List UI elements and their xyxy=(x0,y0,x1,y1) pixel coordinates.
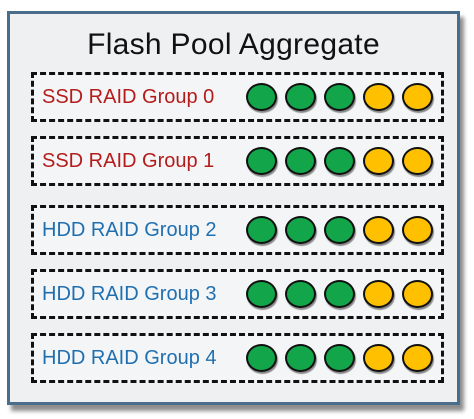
yellow-disk-icon xyxy=(363,344,394,372)
yellow-disk-icon xyxy=(402,147,433,175)
raid-group-label: HDD RAID Group 2 xyxy=(42,219,217,241)
green-disk-icon xyxy=(324,344,355,372)
green-disk-icon xyxy=(246,83,277,111)
raid-group-label: HDD RAID Group 4 xyxy=(42,347,217,369)
disk-row xyxy=(246,216,433,244)
disk-row xyxy=(246,147,433,175)
disk-row xyxy=(246,344,433,372)
disk-row xyxy=(246,83,433,111)
yellow-disk-icon xyxy=(363,216,394,244)
green-disk-icon xyxy=(324,216,355,244)
raid-group: HDD RAID Group 3 xyxy=(31,269,444,319)
yellow-disk-icon xyxy=(402,83,433,111)
disk-row xyxy=(246,280,433,308)
green-disk-icon xyxy=(324,83,355,111)
raid-group: HDD RAID Group 4 xyxy=(31,333,444,383)
raid-group: HDD RAID Group 2 xyxy=(31,205,444,255)
raid-group: SSD RAID Group 1 xyxy=(31,136,444,186)
green-disk-icon xyxy=(246,216,277,244)
yellow-disk-icon xyxy=(363,280,394,308)
yellow-disk-icon xyxy=(363,83,394,111)
green-disk-icon xyxy=(246,280,277,308)
aggregate-frame: Flash Pool Aggregate SSD RAID Group 0 SS… xyxy=(7,11,460,405)
raid-group-label: HDD RAID Group 3 xyxy=(42,283,217,305)
yellow-disk-icon xyxy=(363,147,394,175)
green-disk-icon xyxy=(285,280,316,308)
green-disk-icon xyxy=(324,280,355,308)
green-disk-icon xyxy=(285,344,316,372)
yellow-disk-icon xyxy=(402,280,433,308)
green-disk-icon xyxy=(246,344,277,372)
green-disk-icon xyxy=(285,216,316,244)
yellow-disk-icon xyxy=(402,344,433,372)
yellow-disk-icon xyxy=(402,216,433,244)
raid-group-label: SSD RAID Group 1 xyxy=(42,150,215,172)
green-disk-icon xyxy=(285,83,316,111)
raid-group: SSD RAID Group 0 xyxy=(31,72,444,122)
raid-group-label: SSD RAID Group 0 xyxy=(42,86,215,108)
green-disk-icon xyxy=(246,147,277,175)
green-disk-icon xyxy=(324,147,355,175)
green-disk-icon xyxy=(285,147,316,175)
diagram-title: Flash Pool Aggregate xyxy=(87,28,380,61)
